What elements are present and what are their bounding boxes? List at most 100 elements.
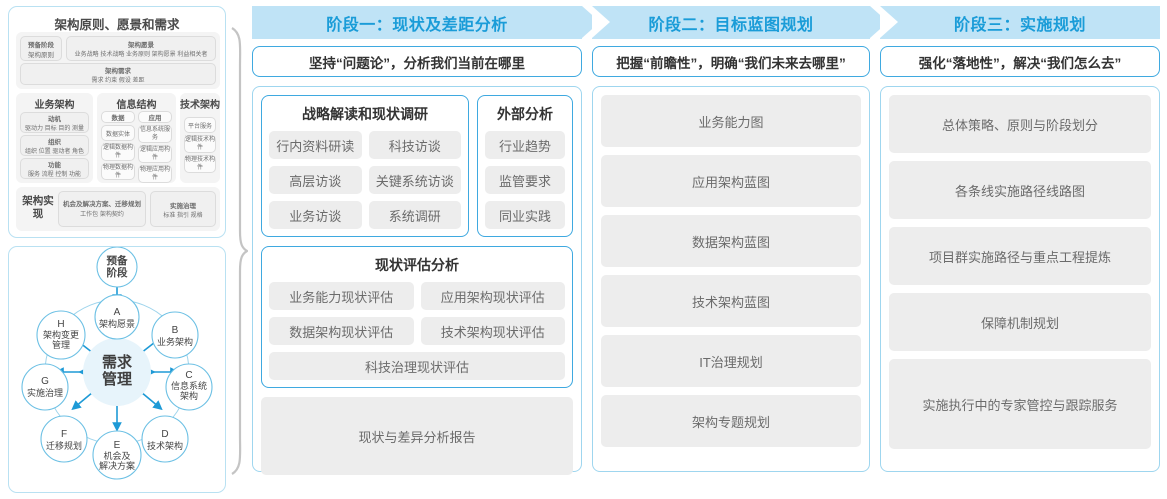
phase-2-banner-label: 阶段二：目标蓝图规划: [648, 16, 814, 34]
chip-internal-docs[interactable]: 行内资料研读: [269, 131, 362, 159]
svg-text:机会及: 机会及: [103, 450, 130, 461]
adm-node-f: [40, 415, 88, 463]
information-system-service-cell: 信息系统服务: [138, 125, 172, 143]
implementation-governance-cell: 实施治理 标准 指引 规格: [150, 191, 216, 227]
chip-business-capability-assessment[interactable]: 业务能力现状评估: [269, 282, 414, 310]
svg-text:信息系统: 信息系统: [171, 380, 207, 391]
group-current-state-assessment: 现状评估分析 业务能力现状评估 应用架构现状评估 数据架构现状评估 技术架构现状…: [261, 246, 573, 388]
svg-text:架构: 架构: [180, 390, 198, 401]
prep-stage-bottom: 架构原则: [28, 51, 54, 59]
chip-application-architecture-blueprint[interactable]: 应用架构蓝图: [601, 155, 861, 207]
motivation-sub: 驱动力 目标 目的 测量: [24, 126, 84, 132]
svg-text:B: B: [172, 325, 179, 336]
phase-3-subtitle: 强化“落地性”，解决“我们怎么去”: [880, 46, 1160, 77]
chip-key-system-interview[interactable]: 关键系统访谈: [368, 166, 461, 194]
svg-text:C: C: [185, 370, 192, 381]
svg-text:E: E: [114, 440, 121, 451]
logical-technology-component-cell: 逻辑技术构件: [184, 135, 216, 153]
business-architecture-title: 业务架构: [34, 100, 75, 111]
information-structure-column: 信息结构 数据 数据实体 逻辑数据构件 物理数据构件 应用: [97, 93, 176, 183]
opportunities-migration-title: 机会及解决方案、迁移规划: [63, 201, 141, 208]
technology-architecture-title: 技术架构: [180, 100, 220, 111]
adm-node-c: [165, 363, 213, 411]
togaf-adm-cycle-panel: 需求 管理 预备 阶段 A 架构愿景 B 业务架构 C 信息系统 架构: [8, 246, 226, 493]
group-strategy-research-title: 战略解读和现状调研: [302, 106, 428, 122]
application-subcolumn-title: 应用: [138, 111, 172, 123]
phase-1-subtitle: 坚持“问题论”，分析我们当前在哪里: [252, 46, 582, 77]
chip-overall-strategy[interactable]: 总体策略、原则与阶段划分: [889, 95, 1151, 153]
prep-stage-cell: 预备阶段 架构原则: [20, 36, 62, 61]
adm-node-b: [151, 311, 199, 359]
chip-line-roadmap[interactable]: 各条线实施路径线路图: [889, 161, 1151, 219]
phase-1-banner: 阶段一：现状及差距分析: [252, 6, 600, 39]
group-external-analysis: 外部分析 行业趋势 监管要求 同业实践: [477, 95, 573, 237]
chip-architecture-topic-plan[interactable]: 架构专题规划: [601, 395, 861, 447]
function-title: 功能: [48, 162, 61, 169]
phase-2-banner: 阶段二：目标蓝图规划: [592, 6, 888, 39]
chip-it-governance-assessment[interactable]: 科技治理现状评估: [269, 352, 565, 380]
chip-regulatory-requirement[interactable]: 监管要求: [485, 166, 565, 194]
svg-text:F: F: [61, 429, 67, 440]
data-entity-cell: 数据实体: [101, 125, 135, 141]
principles-vision-block: 预备阶段 架构原则 架构愿景 业务战略 技术战略 业务原则 架构愿景 利益相关者…: [16, 32, 220, 89]
physical-data-component-cell: 物理数据构件: [101, 163, 135, 180]
adm-center-label-2: 管理: [102, 370, 132, 388]
logical-data-component-cell: 逻辑数据构件: [101, 143, 135, 161]
chip-industry-trend[interactable]: 行业趋势: [485, 131, 565, 159]
svg-text:实施治理: 实施治理: [27, 387, 63, 398]
framework-title: 架构原则、愿景和需求: [54, 18, 180, 32]
togaf-content-framework-panel: 架构原则、愿景和需求 预备阶段 架构原则 架构愿景 业务战略 技术战略 业务原则…: [8, 6, 226, 238]
svg-text:解决方案: 解决方案: [99, 460, 135, 471]
adm-center-node: [83, 338, 151, 406]
group-strategy-research: 战略解读和现状调研 行内资料研读 科技访谈 高层访谈 关键系统访谈 业务访谈 系…: [261, 95, 469, 237]
chip-business-interview[interactable]: 业务访谈: [269, 201, 362, 229]
motivation-title: 动机: [48, 116, 61, 123]
chip-application-architecture-assessment[interactable]: 应用架构现状评估: [420, 282, 565, 310]
chip-gap-analysis-report[interactable]: 现状与差异分析报告: [261, 397, 573, 475]
architecture-realization-label: 架构实现: [22, 195, 54, 220]
phase-3-banner-label: 阶段三：实施规划: [953, 16, 1086, 34]
architecture-realization-block: 架构实现 机会及解决方案、迁移规划 工作包 架构契约 实施治理 标准 指引 规格: [16, 187, 220, 231]
data-subcolumn-title: 数据: [101, 111, 135, 123]
chip-it-governance-plan[interactable]: IT治理规划: [601, 335, 861, 387]
svg-text:技术架构: 技术架构: [147, 440, 183, 451]
chip-data-architecture-assessment[interactable]: 数据架构现状评估: [269, 317, 414, 345]
chip-exec-interview[interactable]: 高层访谈: [269, 166, 362, 194]
chip-technology-architecture-assessment[interactable]: 技术架构现状评估: [420, 317, 565, 345]
adm-node-g: [21, 363, 69, 411]
phase-1-body: 战略解读和现状调研 行内资料研读 科技访谈 高层访谈 关键系统访谈 业务访谈 系…: [252, 86, 582, 475]
adm-cycle-diagram: 需求 管理 预备 阶段 A 架构愿景 B 业务架构 C 信息系统 架构: [21, 246, 213, 480]
chip-system-survey[interactable]: 系统调研: [368, 201, 461, 229]
svg-text:A: A: [114, 307, 121, 318]
svg-text:架构愿景: 架构愿景: [99, 318, 135, 329]
adm-node-h: [36, 310, 86, 360]
opportunities-migration-sub: 工作包 架构契约: [80, 212, 124, 218]
platform-service-cell: 平台服务: [184, 117, 216, 133]
phase-1-banner-label: 阶段一：现状及差距分析: [326, 16, 508, 34]
adm-node-e: [92, 430, 142, 480]
left-reference-column: 架构原则、愿景和需求 预备阶段 架构原则 架构愿景 业务战略 技术战略 业务原则…: [8, 6, 230, 493]
phase-3-banner: 阶段三：实施规划: [880, 6, 1160, 39]
chip-program-roadmap[interactable]: 项目群实施路径与重点工程提炼: [889, 227, 1151, 285]
phase-3-body: 总体策略、原则与阶段划分 各条线实施路径线路图 项目群实施路径与重点工程提炼 保…: [880, 86, 1160, 472]
chip-tech-interview[interactable]: 科技访谈: [368, 131, 461, 159]
phase-2-subtitle: 把握“前瞻性”，明确“我们未来去哪里”: [592, 46, 870, 77]
phase-column-1: 阶段一：现状及差距分析 坚持“问题论”，分析我们当前在哪里 战略解读和现状调研 …: [252, 6, 600, 475]
svg-text:G: G: [41, 376, 49, 387]
architecture-requirements-cell: 架构需求 需求 约束 假设 差距: [20, 63, 216, 85]
chip-peer-practice[interactable]: 同业实践: [485, 201, 565, 229]
physical-technology-component-cell: 物理技术构件: [184, 155, 216, 173]
chip-technology-architecture-blueprint[interactable]: 技术架构蓝图: [601, 275, 861, 327]
svg-text:阶段: 阶段: [107, 266, 128, 279]
chip-expert-control-tracking[interactable]: 实施执行中的专家管控与跟踪服务: [889, 359, 1151, 449]
implementation-governance-sub: 标准 指引 规格: [163, 212, 203, 219]
adm-node-prep: [96, 246, 138, 288]
chip-data-architecture-blueprint[interactable]: 数据架构蓝图: [601, 215, 861, 267]
adm-node-a: [94, 294, 140, 340]
svg-text:业务架构: 业务架构: [157, 336, 193, 347]
chip-assurance-mechanism[interactable]: 保障机制规划: [889, 293, 1151, 351]
chip-business-capability-map[interactable]: 业务能力图: [601, 95, 861, 147]
opportunities-migration-cell: 机会及解决方案、迁移规划 工作包 架构契约: [58, 191, 146, 227]
organization-title: 组织: [48, 139, 61, 146]
group-current-state-assessment-title: 现状评估分析: [375, 257, 459, 273]
